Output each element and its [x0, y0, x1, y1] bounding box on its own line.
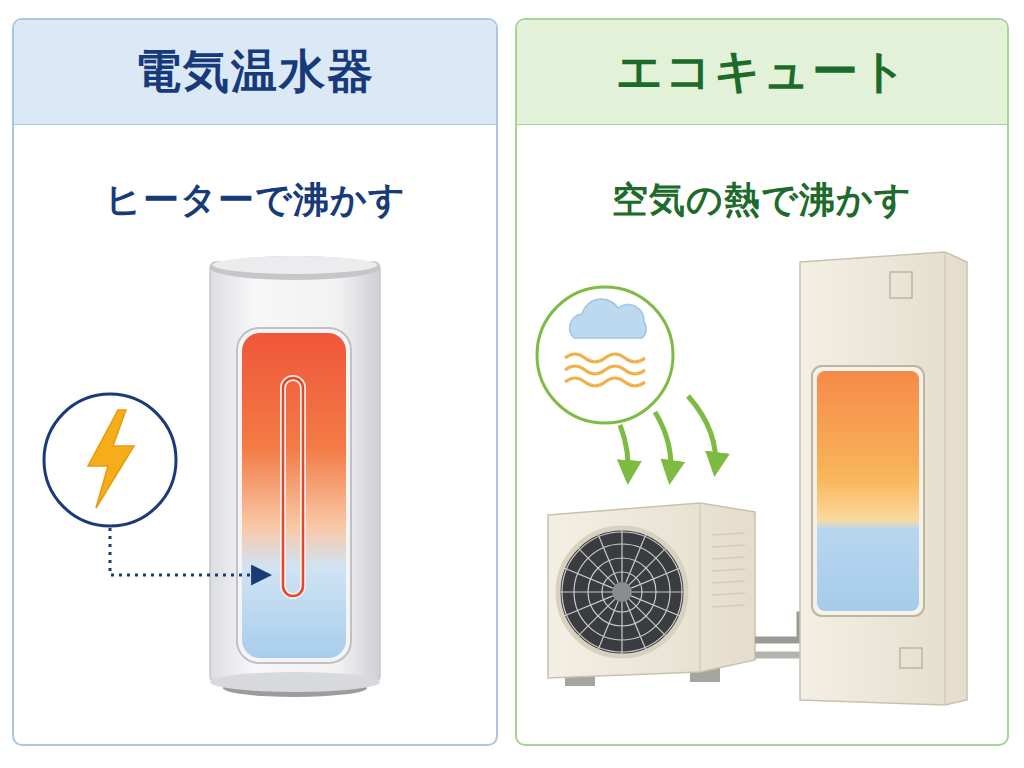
air-heat-icon — [537, 287, 716, 480]
header-band: エコキュート — [517, 20, 1007, 125]
comparison-panel: エコキュート空気の熱で沸かす — [515, 18, 1009, 746]
subtitle-row: ヒーターで沸かす — [14, 176, 496, 225]
panel-subtitle: 空気の熱で沸かす — [612, 176, 912, 225]
subtitle-row: 空気の熱で沸かす — [517, 176, 1007, 225]
panel-title: 電気温水器 — [135, 41, 375, 103]
electricity-icon — [44, 394, 270, 575]
heat-pump-tank — [800, 252, 967, 705]
panel-title: エコキュート — [616, 41, 909, 103]
header-band: 電気温水器 — [14, 20, 496, 125]
outdoor-unit — [548, 503, 755, 686]
panel-subtitle: ヒーターで沸かす — [105, 176, 406, 225]
comparison-panel: 電気温水器ヒーターで沸かす — [12, 18, 498, 746]
electric-heater-tank — [210, 256, 380, 697]
